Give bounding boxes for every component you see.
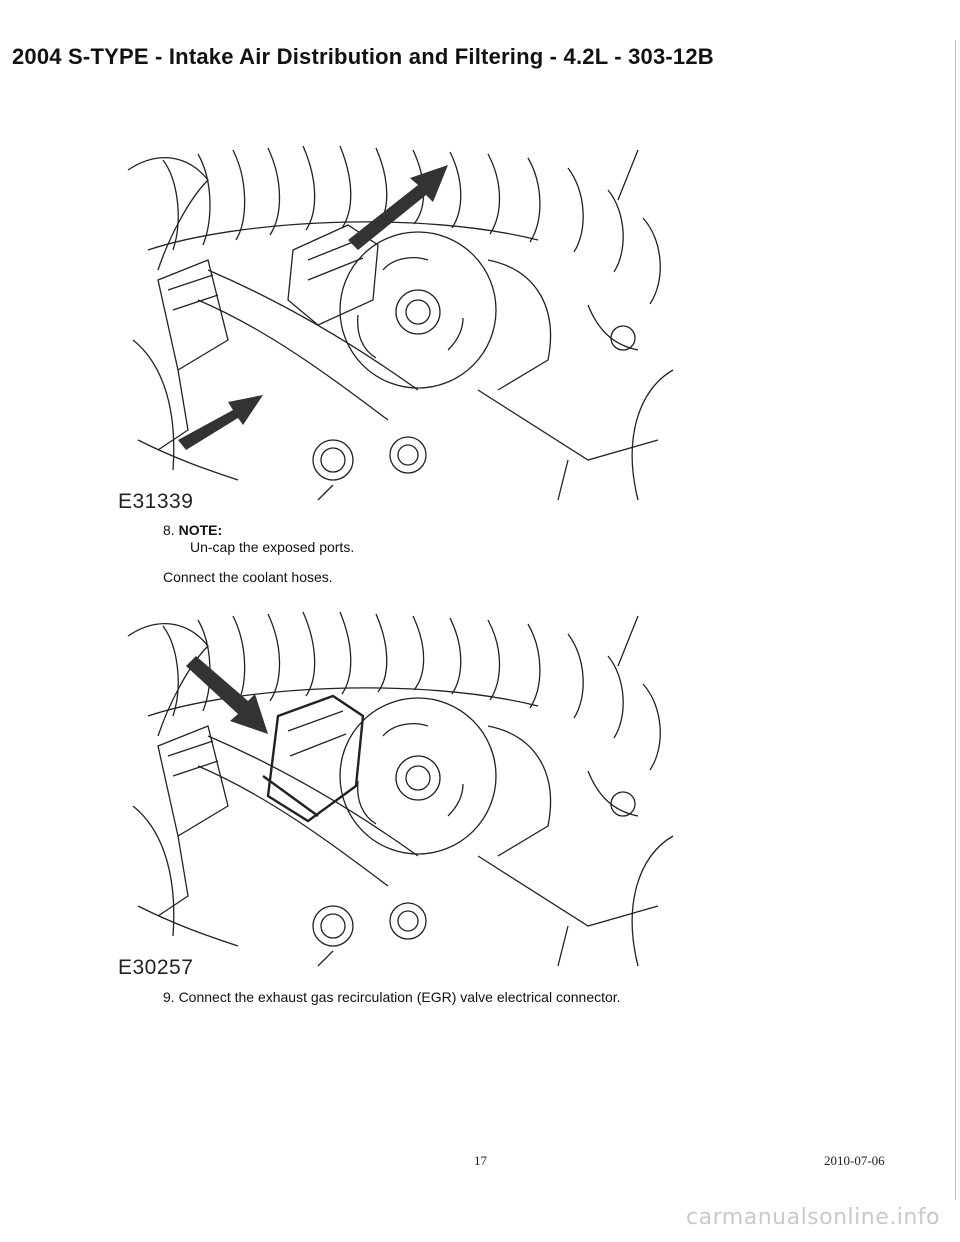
step-8-number-note: 8. NOTE: xyxy=(163,522,222,538)
figure-egr-valve-connector: E30257 xyxy=(118,606,698,984)
step-number: 8. xyxy=(163,522,175,538)
scan-edge-line xyxy=(955,40,956,1200)
page-title: 2004 S-TYPE - Intake Air Distribution an… xyxy=(12,44,714,69)
figure-label: E30257 xyxy=(118,956,194,979)
footer-date: 2010-07-06 xyxy=(824,1153,885,1168)
step-9-instruction: 9. Connect the exhaust gas recirculation… xyxy=(163,989,621,1005)
egr-valve-illustration-1 xyxy=(127,145,674,501)
figure-label: E31339 xyxy=(118,490,194,513)
egr-valve-illustration-2 xyxy=(127,611,674,967)
arrow-indicators xyxy=(178,165,448,450)
watermark: carmanualsonline.info xyxy=(686,1205,940,1230)
step-8-instruction: Connect the coolant hoses. xyxy=(163,569,333,585)
arrow-indicator xyxy=(186,656,268,734)
note-label: NOTE: xyxy=(178,522,223,538)
page-number: 17 xyxy=(474,1153,487,1168)
figure-egr-valve-coolant: E31339 xyxy=(118,140,698,518)
note-text: Un-cap the exposed ports. xyxy=(190,539,355,555)
